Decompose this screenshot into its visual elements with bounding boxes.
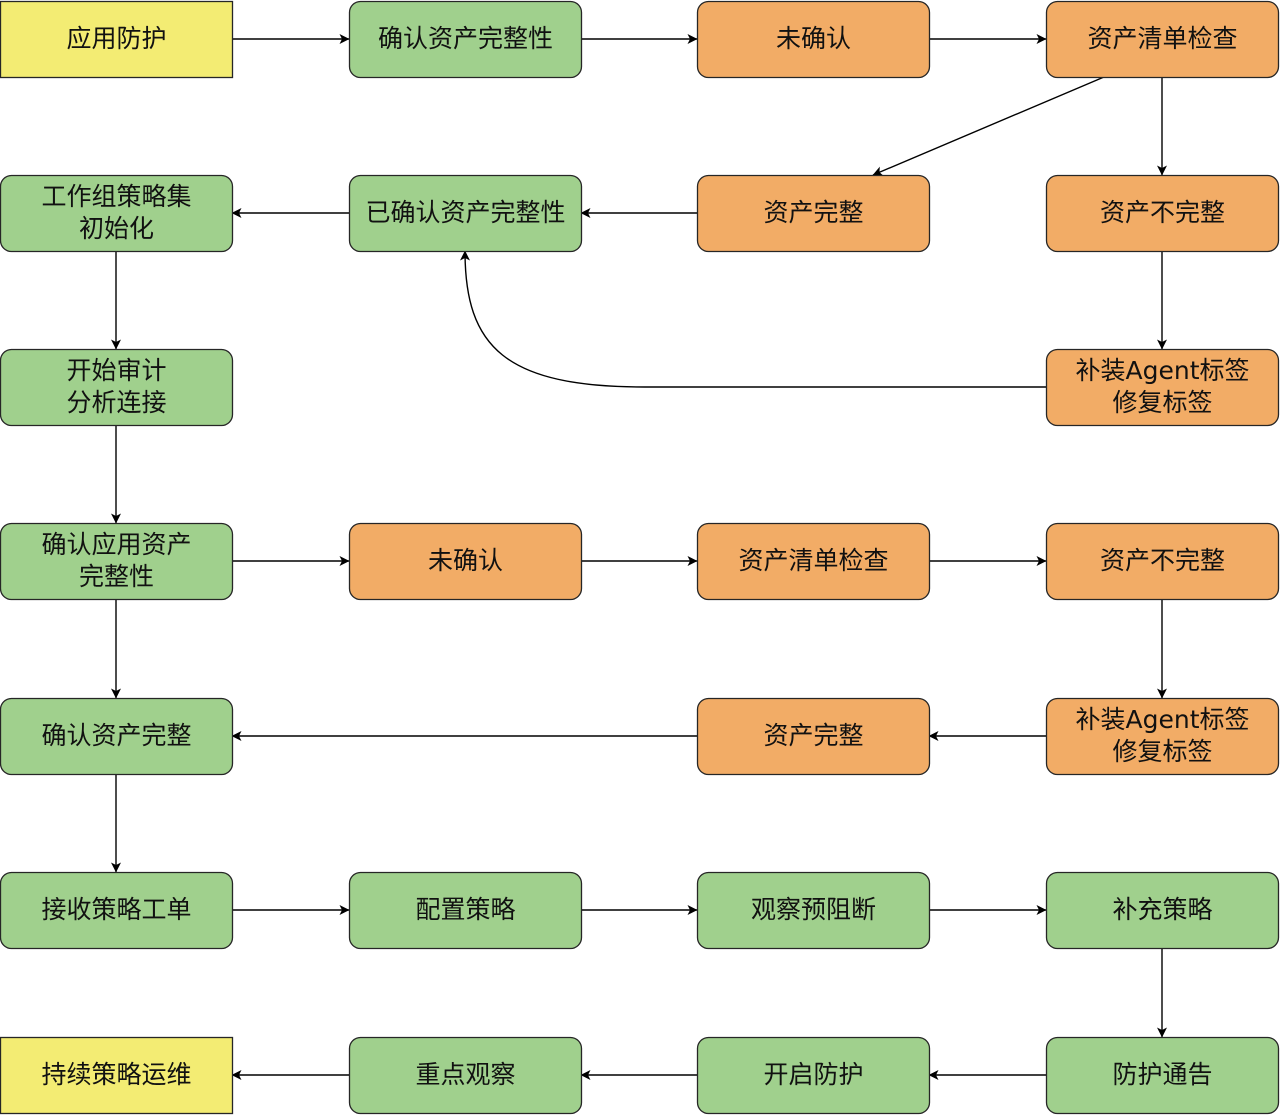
- node-box: [696, 871, 931, 950]
- node-label: 初始化: [79, 214, 154, 243]
- node-label: 修复标签: [1112, 388, 1212, 417]
- node-label: 重点观察: [415, 1060, 515, 1089]
- edges-layer: [111, 34, 1167, 1080]
- flow-node: 开启防护: [696, 1036, 931, 1115]
- node-label: 资产完整: [763, 721, 863, 750]
- node-box: [0, 348, 234, 427]
- node-label: 确认应用资产: [41, 530, 191, 559]
- flow-node: 资产完整: [696, 697, 931, 776]
- flow-node: 资产不完整: [1045, 522, 1280, 601]
- flow-node: 未确认: [696, 0, 931, 79]
- node-label: 未确认: [776, 24, 851, 53]
- node-label: 开启防护: [763, 1060, 863, 1089]
- node-box: [696, 522, 931, 601]
- node-label: 应用防护: [66, 24, 166, 53]
- node-box: [1045, 174, 1280, 253]
- node-label: 分析连接: [66, 388, 166, 417]
- node-label: 资产清单检查: [738, 546, 888, 575]
- node-label: 补装Agent标签: [1076, 356, 1250, 385]
- flow-node: 配置策略: [348, 871, 583, 950]
- node-box: [0, 0, 234, 79]
- node-label: 确认资产完整性: [378, 24, 553, 53]
- node-box: [0, 174, 234, 253]
- node-box: [0, 871, 234, 950]
- node-label: 已确认资产完整性: [365, 198, 565, 227]
- node-label: 确认资产完整: [41, 721, 191, 750]
- node-box: [0, 697, 234, 776]
- node-box: [696, 1036, 931, 1115]
- node-label: 接收策略工单: [41, 895, 191, 924]
- node-label: 资产清单检查: [1087, 24, 1237, 53]
- node-label: 工作组策略集: [41, 182, 191, 211]
- flow-node: 资产清单检查: [696, 522, 931, 601]
- flow-node: 应用防护: [0, 0, 234, 79]
- node-label: 观察预阻断: [751, 895, 876, 924]
- flow-arrow: [460, 250, 1046, 388]
- flow-arrow: [872, 76, 1105, 176]
- node-box: [1045, 522, 1280, 601]
- node-box: [1045, 348, 1280, 427]
- node-box: [1045, 871, 1280, 950]
- flow-node: 重点观察: [348, 1036, 583, 1115]
- node-label: 资产不完整: [1100, 198, 1225, 227]
- node-label: 补装Agent标签: [1076, 705, 1250, 734]
- node-box: [348, 0, 583, 79]
- node-label: 未确认: [428, 546, 503, 575]
- node-label: 配置策略: [415, 895, 515, 924]
- node-box: [696, 697, 931, 776]
- node-box: [348, 174, 583, 253]
- flow-node: 资产清单检查: [1045, 0, 1280, 79]
- flow-node: 资产不完整: [1045, 174, 1280, 253]
- flow-node: 补充策略: [1045, 871, 1280, 950]
- node-box: [1045, 0, 1280, 79]
- flow-node: 接收策略工单: [0, 871, 234, 950]
- node-box: [348, 1036, 583, 1115]
- node-box: [348, 871, 583, 950]
- node-label: 资产完整: [763, 198, 863, 227]
- flow-node: 观察预阻断: [696, 871, 931, 950]
- node-box: [0, 1036, 234, 1115]
- node-box: [0, 522, 234, 601]
- flow-node: 已确认资产完整性: [348, 174, 583, 253]
- node-box: [1045, 697, 1280, 776]
- node-label: 开始审计: [66, 356, 166, 385]
- node-label: 防护通告: [1112, 1060, 1212, 1089]
- flow-node: 确认资产完整: [0, 697, 234, 776]
- node-box: [348, 522, 583, 601]
- flow-node: 防护通告: [1045, 1036, 1280, 1115]
- flow-node: 持续策略运维: [0, 1036, 234, 1115]
- node-box: [1045, 1036, 1280, 1115]
- node-box: [696, 0, 931, 79]
- node-label: 修复标签: [1112, 737, 1212, 766]
- node-label: 补充策略: [1112, 895, 1212, 924]
- flow-node: 确认资产完整性: [348, 0, 583, 79]
- node-label: 持续策略运维: [41, 1060, 191, 1089]
- flow-node: 未确认: [348, 522, 583, 601]
- node-box: [696, 174, 931, 253]
- flow-node: 资产完整: [696, 174, 931, 253]
- node-label: 资产不完整: [1100, 546, 1225, 575]
- node-label: 完整性: [79, 562, 154, 591]
